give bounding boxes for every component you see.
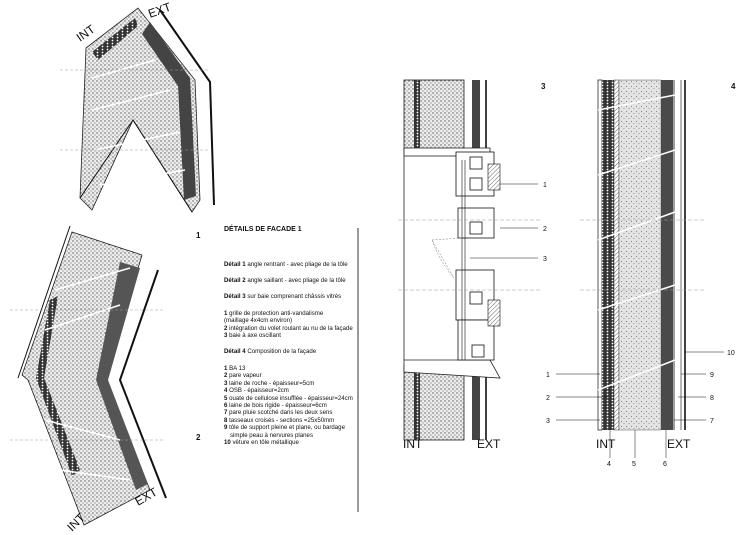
detail-4-ext-label: EXT <box>667 437 691 451</box>
legend-detail-4-item: 6 laine de bois rigide - épaisseur=6cm <box>224 402 327 410</box>
legend-detail-4: Détail 4 Composition de la façade <box>224 348 317 356</box>
detail-3-callout-2: 2 <box>543 226 547 233</box>
detail-4-callout-7: 7 <box>710 418 714 425</box>
detail-2-osb <box>36 296 80 476</box>
detail-4-int-label: INT <box>596 437 616 451</box>
detail-4-callout-2: 2 <box>546 395 550 402</box>
detail-4-ties <box>597 94 676 391</box>
detail-1-cladding <box>159 9 215 206</box>
legend-detail-4-item: 3 laine de roche - épaisseur=5cm <box>224 379 315 387</box>
detail-3-drawing: 1 2 3 3 INT EXT <box>398 79 547 451</box>
legend-detail-2: Détail 2 angle saillant - avec pliage de… <box>224 276 346 284</box>
detail-4-rock-wool <box>602 80 614 430</box>
legend-detail-4-item: simple peau à nervures planes <box>230 431 313 439</box>
detail-4-callout-6: 6 <box>663 461 667 468</box>
detail-1-inner-line <box>79 119 193 213</box>
detail-3-ext-label: EXT <box>477 437 501 451</box>
legend-detail-4-item: 1 BA 13 <box>224 364 246 372</box>
legend-detail-3-item: 1 grille de protection anti-vandalisme <box>224 309 324 317</box>
detail-3-callout-3: 3 <box>543 256 547 263</box>
detail-4-leaders <box>556 351 724 458</box>
detail-3-glazing <box>461 160 466 360</box>
detail-3-window-frame <box>455 151 495 361</box>
detail-2-cladding <box>118 269 167 499</box>
detail-3-tilt-sash <box>431 237 463 279</box>
legend-detail-4-item: 10 vêture en tôle métallique <box>224 439 299 447</box>
detail-3-lower-osb <box>414 365 420 440</box>
detail-3-lower-fibre <box>472 365 480 440</box>
detail-4-drawing: 1 2 3 4 5 6 7 8 9 10 4 INT EXT <box>546 79 736 468</box>
detail-3-int-label: INT <box>403 437 423 451</box>
detail-2-ties <box>44 267 131 481</box>
detail-3-lower-wall <box>403 364 465 441</box>
detail-4-callout-10: 10 <box>727 350 735 357</box>
detail-3-upper-wall <box>403 79 465 156</box>
legend-detail-4-item: 2 pare vapeur <box>224 372 262 380</box>
detail-4-axes <box>580 219 705 291</box>
detail-2-drawing: INT EXT <box>10 225 167 534</box>
legend-title: DÉTAILS DE FACADE 1 <box>224 226 302 233</box>
detail-4-callout-5: 5 <box>632 461 636 468</box>
detail-4-ba13 <box>597 79 603 431</box>
legend-detail-4-item: 5 ouate de cellulose insufflée - épaisse… <box>224 394 353 402</box>
legend-detail-3-item: 3 baie à axe oscillant <box>224 332 281 340</box>
legend-detail-4-item: 4 OSB - épaisseur=2cm <box>224 387 289 395</box>
detail-4-callout-4: 4 <box>607 461 611 468</box>
detail-4-callout-1: 1 <box>546 372 550 379</box>
legend-panel: DÉTAILS DE FACADE 1 Détail 1 angle rentr… <box>224 226 354 447</box>
detail-4-wood-fibre <box>661 80 673 430</box>
legend-detail-1: Détail 1 angle rentrant - avec pliage de… <box>224 260 348 268</box>
detail-3-grille <box>487 163 501 191</box>
legend-detail-4-item: 8 tasseaux croisés - sections =25x50mm <box>224 416 335 424</box>
detail-4-callout-3: 3 <box>546 418 550 425</box>
detail-1-ext-label: EXT <box>146 0 173 21</box>
legend-detail-4-item: 9 tôle de support pleine et plane, ou ba… <box>224 424 345 432</box>
legend-detail-4-item: 7 pare pluie scotché dans les deux sens <box>224 409 333 417</box>
detail-3-leaders <box>470 183 538 259</box>
detail-1-wood-fibre <box>142 22 196 200</box>
detail-1-drawing: INT EXT <box>60 0 215 213</box>
legend-detail-3-item: (maillage 4x4cm environ) <box>224 317 293 325</box>
detail-1-axes <box>60 69 210 151</box>
detail-1-number: 1 <box>196 231 201 240</box>
legend-detail-3: Détail 3 sur baie comprenant châssis vit… <box>224 293 342 301</box>
detail-4-number: 4 <box>731 82 736 91</box>
detail-3-number: 3 <box>541 82 546 91</box>
detail-2-wood-fibre <box>96 262 148 490</box>
detail-2-inner-line <box>17 225 71 379</box>
detail-3-callout-1: 1 <box>543 182 547 189</box>
detail-1-osb <box>92 18 138 60</box>
detail-2-axes <box>10 309 165 441</box>
detail-4-cellulose <box>618 79 662 431</box>
detail-4-osb <box>613 79 620 431</box>
detail-4-callout-9: 9 <box>710 372 714 379</box>
detail-3-upper-osb <box>414 80 420 155</box>
legend-detail-3-item: 2 intégration du volet roulant au nu de … <box>224 324 353 332</box>
detail-1-ties <box>91 59 186 186</box>
detail-4-callout-8: 8 <box>710 395 714 402</box>
detail-2-number: 2 <box>196 433 201 442</box>
detail-3-upper-fibre <box>472 80 480 155</box>
